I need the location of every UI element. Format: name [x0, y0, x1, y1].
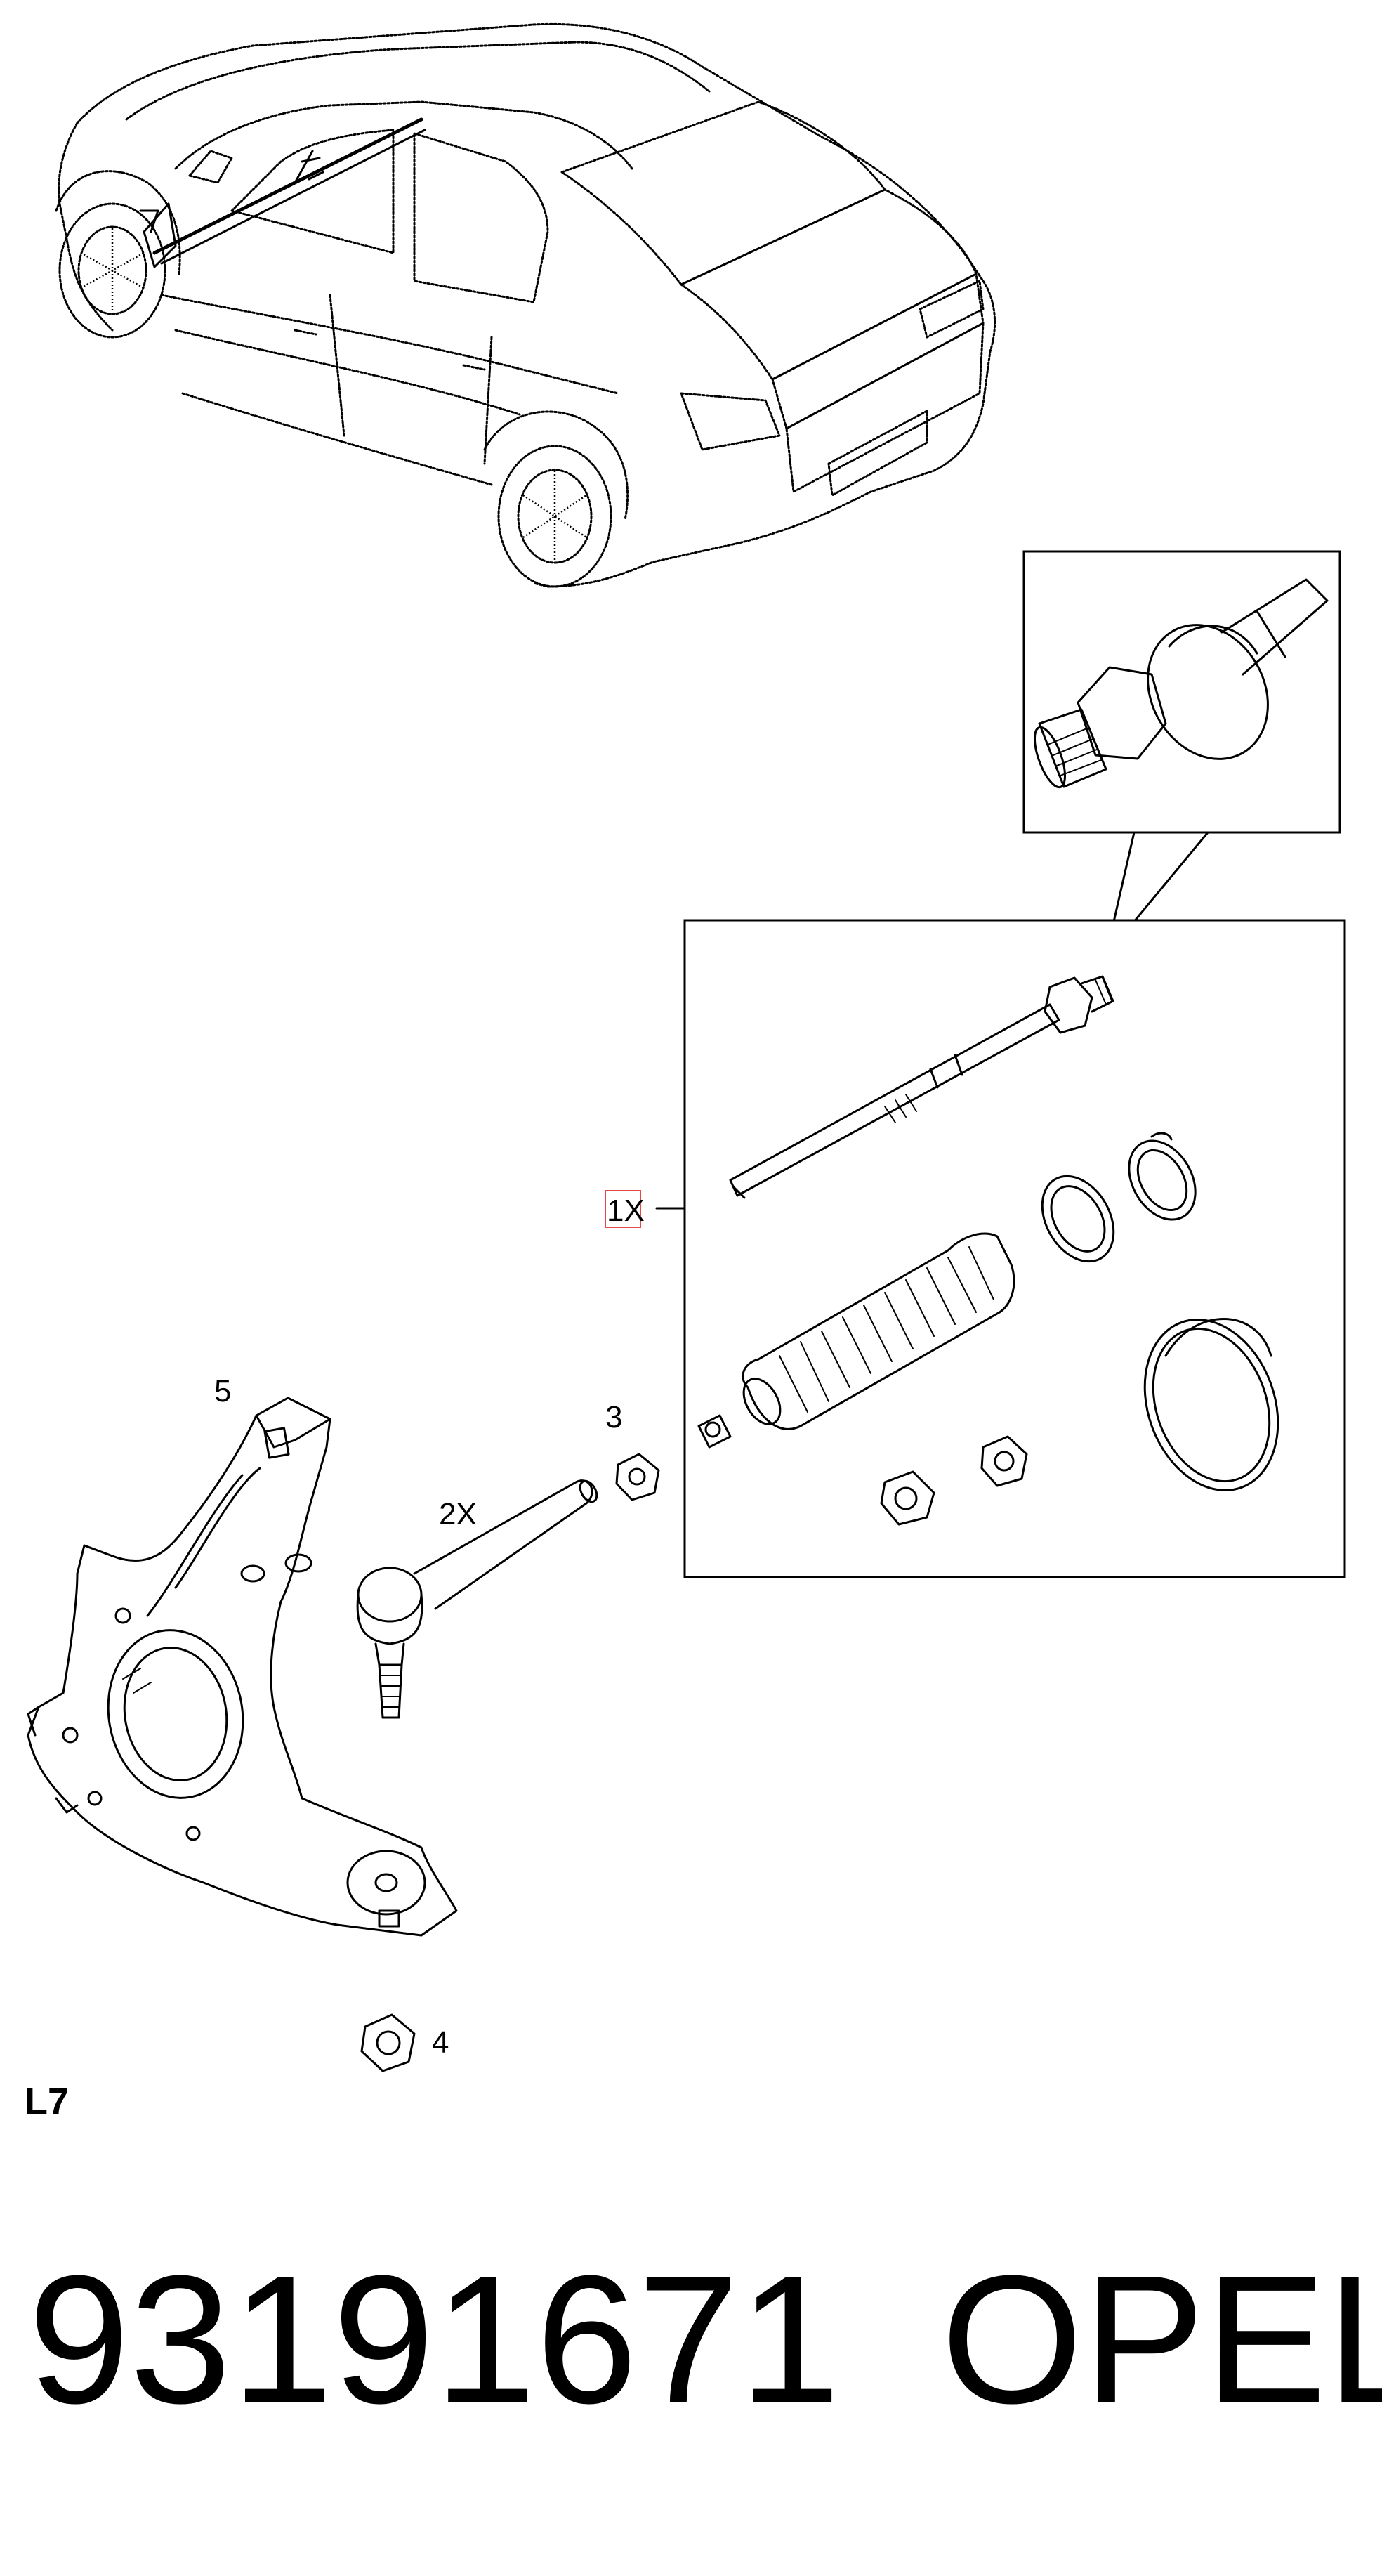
inner-tie-rod [729, 975, 1114, 1199]
kit-qty-highlight [605, 1190, 641, 1228]
part-number: 93191671 [28, 2238, 841, 2442]
nut-item-label: 3 [605, 1400, 622, 1434]
lower-nut-item-label: 4 [432, 2025, 449, 2060]
nut-4 [360, 2013, 416, 2072]
car-illustration [55, 22, 996, 588]
knuckle-item-label: 5 [214, 1374, 231, 1408]
steering-knuckle [27, 1397, 458, 1937]
kit-nuts [880, 1435, 1028, 1526]
boot-clamps [697, 1132, 1279, 1491]
kit-qty-label: 1X [607, 1194, 645, 1228]
tie-rod-end [356, 1479, 598, 1719]
detail-inset [1022, 550, 1341, 957]
nut-3 [615, 1453, 660, 1501]
brand-name: OPEL [941, 2238, 1382, 2442]
diagram-code: L7 [25, 2081, 69, 2123]
tie-rod-end-qty-label: 2X [439, 1497, 477, 1531]
bellows-boot [742, 1232, 1015, 1430]
kit-box [655, 919, 1346, 1578]
